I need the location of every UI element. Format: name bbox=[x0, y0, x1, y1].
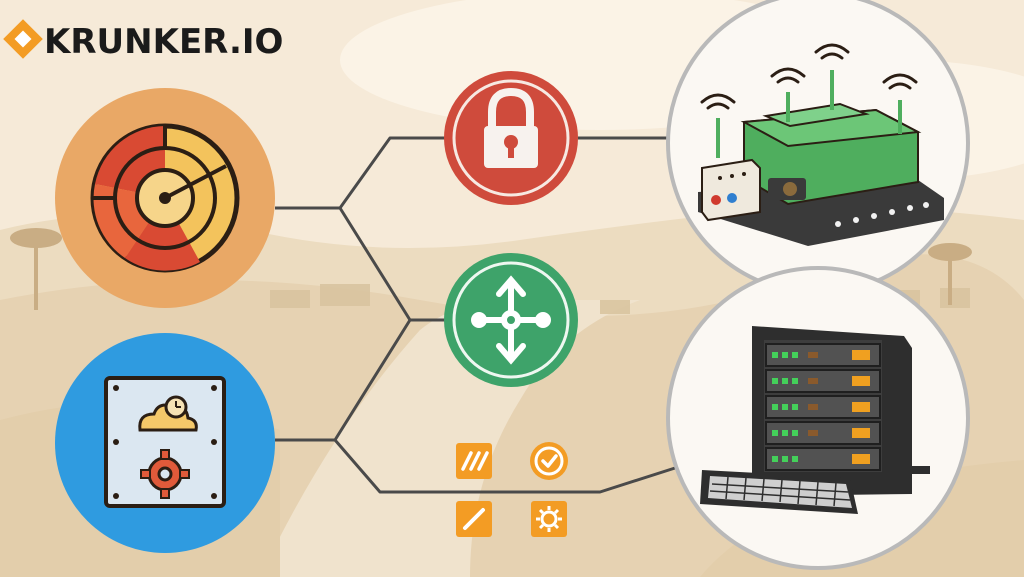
radar-node bbox=[55, 88, 275, 308]
krunker-logo: KRUNKER.IO bbox=[3, 19, 283, 62]
badge-pencil bbox=[456, 501, 492, 537]
server-node bbox=[666, 266, 970, 570]
checkmark-icon bbox=[541, 454, 558, 468]
network-device-node bbox=[666, 0, 970, 295]
connector-settings-to-server bbox=[333, 439, 676, 494]
lock-node bbox=[444, 71, 578, 205]
settings-node bbox=[55, 333, 275, 553]
gear-icon bbox=[536, 506, 562, 532]
gear-icon bbox=[140, 449, 190, 499]
connector-radar-to-lock bbox=[275, 136, 445, 210]
keyboard-icon bbox=[700, 470, 858, 514]
directional-arrows-icon bbox=[471, 275, 551, 365]
logo-text: KRUNKER.IO bbox=[44, 22, 283, 62]
radar-icon bbox=[90, 123, 240, 273]
cloud-clock-icon bbox=[138, 395, 198, 432]
wifi-network-device-icon bbox=[698, 43, 944, 246]
diamond-logo-icon bbox=[3, 19, 43, 59]
badge-gear bbox=[531, 501, 567, 537]
pencil-icon bbox=[463, 508, 485, 530]
slash-lines-icon bbox=[461, 451, 489, 471]
connector-lines bbox=[275, 136, 676, 494]
badge-checkmark bbox=[530, 442, 568, 480]
route-node bbox=[444, 253, 578, 387]
lock-icon bbox=[484, 87, 538, 168]
settings-panel-icon bbox=[104, 376, 226, 508]
server-rack-icon bbox=[700, 326, 930, 514]
badge-slash-lines bbox=[456, 443, 492, 479]
